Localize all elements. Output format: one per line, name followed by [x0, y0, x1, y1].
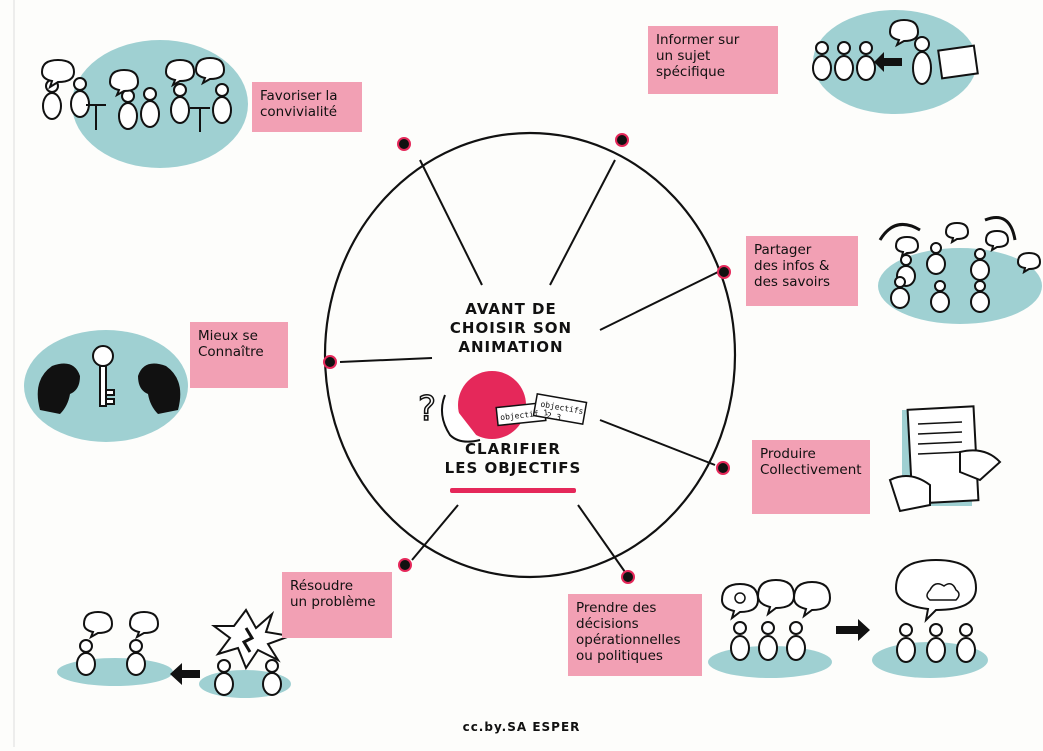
tag-2-3: 2 3: [546, 411, 562, 422]
center-illustration: ? objectif 1 objectifs 2 3: [417, 371, 588, 493]
node-informer: [615, 133, 629, 147]
produire-illustration: [888, 405, 1002, 513]
central-ring: [323, 131, 737, 579]
goal-underline: [450, 488, 576, 493]
node-partager: [717, 265, 731, 279]
node-produire: [716, 461, 730, 475]
label-produire: Produire Collectivement: [752, 440, 870, 514]
label-decider: Prendre des décisions opérationnelles ou…: [568, 594, 702, 676]
connaitre-illustration: [24, 330, 188, 442]
label-partager: Partager des infos & des savoirs: [746, 236, 858, 306]
label-informer: Informer sur un sujet spécifique: [648, 26, 778, 94]
convivialite-illustration: [40, 40, 248, 168]
decider-illustration: [708, 558, 988, 678]
nodes: [323, 133, 731, 584]
informer-illustration: [812, 10, 979, 114]
label-convivialite: Favoriser la convivialité: [252, 82, 362, 132]
center-title: AVANT DE CHOISIR SON ANIMATION: [449, 300, 573, 356]
node-resoudre: [398, 558, 412, 572]
center-goal: CLARIFIER LES OBJECTIFS: [444, 440, 582, 477]
node-decider: [621, 570, 635, 584]
question-mark-icon: ?: [418, 389, 436, 429]
credit-line: cc.by.SA ESPER: [462, 720, 581, 734]
node-connaitre: [323, 355, 337, 369]
label-connaitre: Mieux se Connaître: [190, 322, 288, 388]
node-convivialite: [397, 137, 411, 151]
label-resoudre: Résoudre un problème: [282, 572, 392, 638]
partager-illustration: [878, 216, 1042, 324]
spokes: [339, 159, 719, 573]
resoudre-illustration: [57, 608, 294, 698]
